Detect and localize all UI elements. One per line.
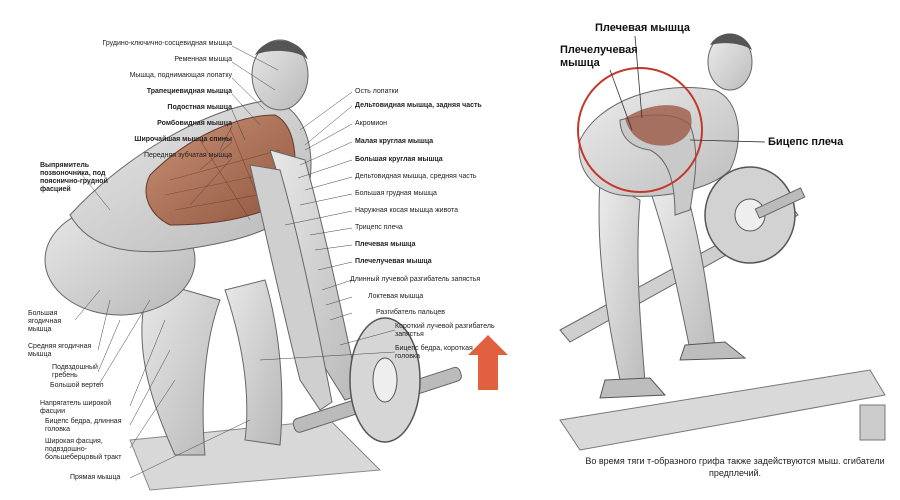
label-biceps-femoris-short: Бицепс бедра, короткая головка — [395, 345, 473, 360]
label-biceps-right: Бицепс плеча — [768, 136, 844, 148]
label-ext-carpi-radialis-brevis: Короткий лучевой разгибатель запястья — [395, 323, 495, 338]
label-trapezius: Трапециевидная мышца — [146, 88, 232, 95]
arrow-icon — [468, 335, 508, 390]
label-iliac-crest: Подвздошный гребень — [52, 364, 98, 379]
arm-back-shape — [249, 164, 333, 411]
label-brachialis-right: Плечевая мышца — [595, 22, 691, 34]
label-brachioradialis-right: Плечелучевая мышца — [560, 44, 638, 69]
platform-shape — [559, 369, 886, 451]
label-anconeus: Локтевая мышца — [368, 293, 424, 300]
right-leader-lines — [609, 35, 766, 143]
label-brachioradialis: Плечелучевая мышца — [355, 258, 432, 265]
label-rhomboid: Ромбовидная мышца — [157, 120, 232, 127]
label-latissimus: Широчайшая мышца спины — [134, 136, 232, 143]
label-scapular-spine: Ость лопатки — [355, 88, 399, 95]
left-leg-shape — [141, 279, 221, 456]
left-anatomy-figure: Грудино-ключично-сосцевидная мышца Ремен… — [28, 39, 508, 491]
label-erector-spinae: Выпрямитель позвоночника, под пояснично-… — [40, 162, 108, 193]
label-deltoid-posterior: Дельтовидная мышца, задняя часть — [355, 102, 482, 109]
label-serratus: Передняя зубчатая мышца — [143, 152, 232, 159]
highlight-circle — [577, 67, 703, 193]
label-external-oblique: Наружная косая мышца живота — [355, 207, 458, 214]
label-infraspinatus: Подостная мышца — [167, 104, 232, 111]
label-teres-major: Большая круглая мышца — [355, 156, 443, 163]
hair-shape — [255, 40, 308, 60]
label-tensor-fasciae: Напрягатель широкой фасции — [40, 400, 112, 415]
label-brachialis: Плечевая мышца — [355, 241, 416, 248]
label-teres-minor: Малая круглая мышца — [355, 138, 434, 145]
left-figure-drawing — [44, 39, 508, 491]
label-biceps-femoris-long: Бицепс бедра, длинная головка — [45, 418, 122, 433]
right-anatomy-figure: Плечевая мышца Плечелучевая мышца Бицепс… — [540, 0, 900, 500]
label-fascia-lata: Широкая фасция, подвздошно-большеберцовы… — [45, 438, 122, 461]
label-sternocleidomastoid: Грудино-ключично-сосцевидная мышца — [102, 40, 232, 47]
figure-caption: Во время тяги т-образного грифа также за… — [585, 456, 885, 478]
leader-lines — [74, 45, 396, 479]
label-levator-scapulae: Мышца, поднимающая лопатку — [129, 72, 232, 79]
right-leg-shape — [224, 279, 283, 446]
label-acromion: Акромион — [355, 120, 387, 127]
right-figure-drawing — [559, 33, 886, 451]
label-ext-carpi-radialis-longus: Длинный лучевой разгибатель запястья — [350, 276, 481, 283]
leg-left-shape — [598, 179, 646, 383]
label-deltoid-middle: Дельтовидная мышца, средняя часть — [355, 173, 477, 180]
label-splenius: Ременная мышца — [174, 56, 232, 63]
label-gluteus-maximus: Большая ягодичная мышца — [28, 310, 62, 333]
label-triceps: Трицепс плеча — [355, 224, 403, 231]
label-rectus: Прямая мышца — [70, 474, 121, 481]
label-greater-trochanter: Большой вертел — [50, 382, 104, 389]
label-pectoralis-major: Большая грудная мышца — [355, 190, 437, 197]
label-ext-digitorum: Разгибатель пальцев — [376, 309, 445, 316]
label-gluteus-medius: Средняя ягодичная мышца — [28, 343, 92, 358]
